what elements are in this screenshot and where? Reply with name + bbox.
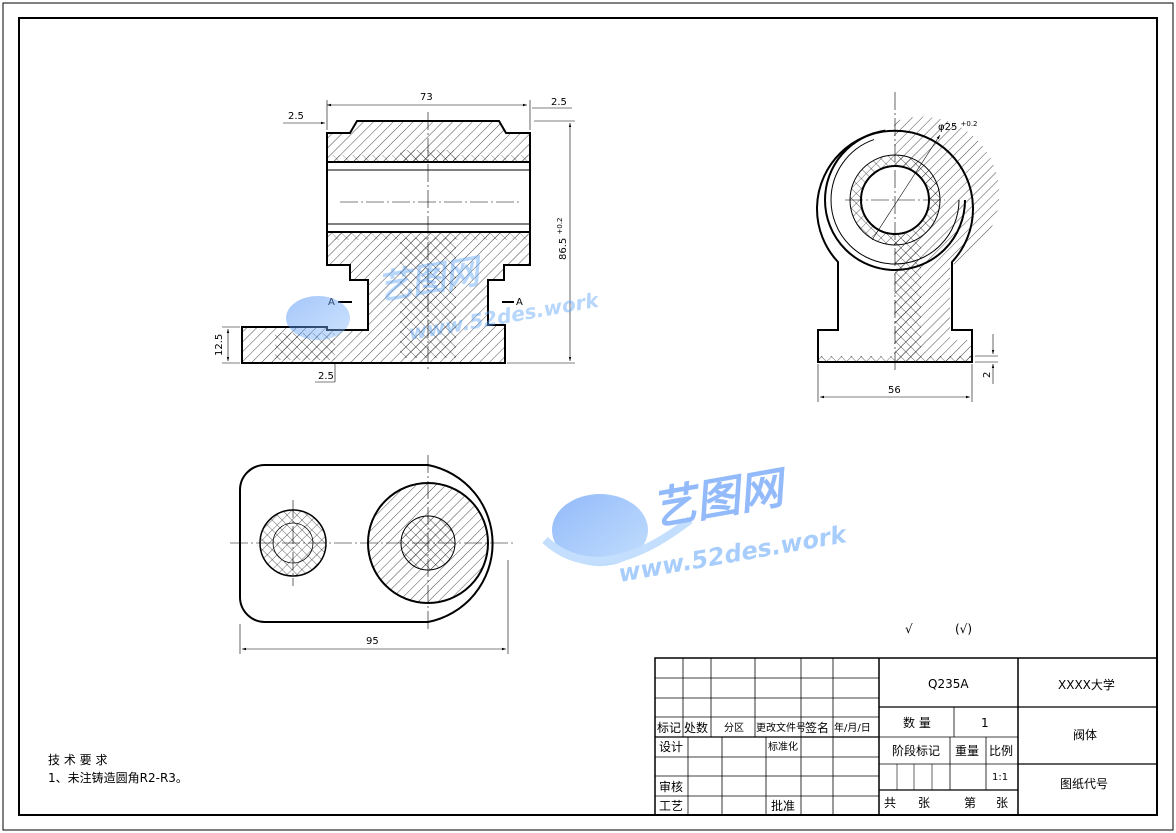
dim-right-offset: 2.5 (551, 97, 567, 108)
tb-drawing-code: 图纸代号 (1060, 777, 1108, 791)
dim-side-width: 56 (888, 385, 901, 396)
tb-scale-label: 比例 (989, 744, 1013, 758)
dim-plan-width: 95 (366, 636, 379, 647)
tb-part-name: 阀体 (1073, 728, 1097, 742)
tb-col-change: 更改文件号 (756, 721, 806, 734)
title-block (654, 657, 1158, 816)
tb-approve: 批准 (771, 798, 795, 813)
roughness-symbol: √ (905, 622, 913, 636)
tb-qty-label: 数 量 (903, 715, 931, 730)
dim-top-width: 73 (420, 92, 433, 103)
side-view: φ25 +0.2 (816, 92, 1000, 370)
dim-height: 86.5 +0.2 (556, 218, 569, 260)
tb-col-date: 年/月/日 (834, 721, 871, 734)
tb-page-label: 第 (964, 796, 976, 810)
plan-view: 95 (230, 455, 515, 654)
tb-process: 工艺 (659, 799, 683, 813)
dim-left-offset: 2.5 (288, 111, 304, 122)
tb-col-count: 处数 (684, 720, 708, 735)
dim-bore-diameter: φ25 +0.2 (938, 120, 978, 133)
tb-qty-value: 1 (981, 716, 989, 730)
tb-design: 设计 (659, 740, 683, 754)
tb-stage-label: 阶段标记 (892, 743, 940, 758)
tb-total-label: 共 (884, 796, 896, 810)
front-view-dimensions: 73 2.5 2.5 86.5 +0.2 12.5 2.5 (214, 92, 575, 383)
watermark-large-url: www.52des.work (616, 520, 850, 588)
dim-side-base: 2 (982, 372, 993, 378)
tech-notes-title: 技 术 要 求 (48, 753, 107, 767)
dim-base-step: 2.5 (318, 371, 334, 382)
tech-notes-line1: 1、未注铸造圆角R2-R3。 (48, 770, 188, 785)
tb-col-sign: 签名 (805, 720, 829, 735)
tb-sheets-label1: 张 (918, 796, 930, 810)
tb-standard: 标准化 (768, 740, 798, 753)
watermark-large-brand: 艺图网 (648, 462, 793, 536)
tb-scale-value: 1:1 (992, 772, 1008, 783)
title-block-text: Q235A XXXX大学 阀体 图纸代号 数 量 1 阶段标记 重量 比例 1:… (657, 677, 1115, 813)
tb-col-mark: 标记 (657, 721, 681, 735)
side-view-dimensions: 56 2 (817, 334, 998, 402)
tb-material: Q235A (928, 677, 969, 691)
dim-base-height: 12.5 (214, 334, 225, 356)
tb-review: 审核 (659, 779, 683, 794)
front-section-view: A A (241, 112, 531, 370)
roughness-symbol-other: (√) (955, 622, 972, 636)
section-label-right: A (516, 297, 523, 308)
tb-col-zone: 分区 (724, 722, 744, 734)
tb-weight-label: 重量 (955, 744, 979, 758)
inner-frame (18, 17, 1158, 816)
tb-sheets-label2: 张 (996, 796, 1008, 810)
watermark-large: 艺图网 www.52des.work (542, 462, 850, 588)
tb-school: XXXX大学 (1058, 677, 1115, 692)
